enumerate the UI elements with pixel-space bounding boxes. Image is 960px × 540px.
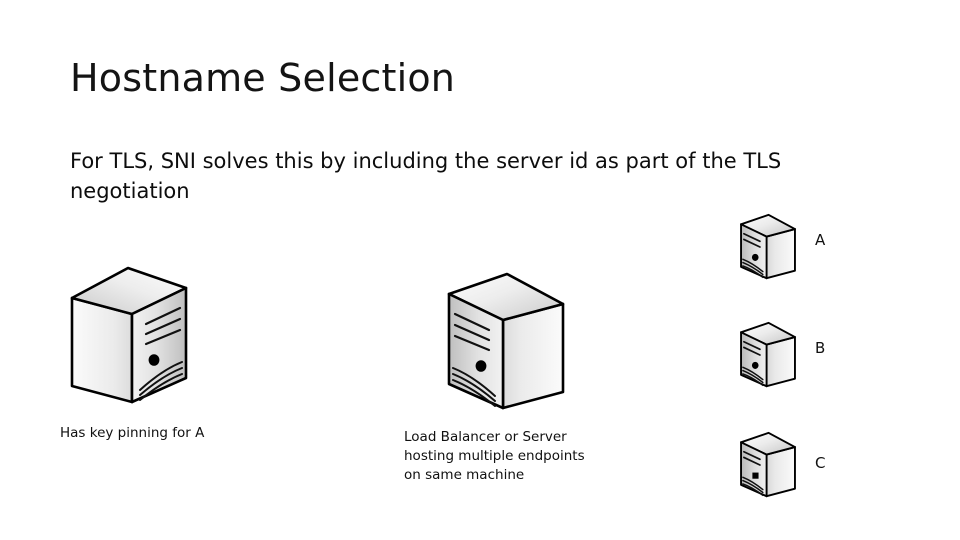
server-tower-icon-load-balancer [447,268,565,416]
caption-client-key-pinning: Has key pinning for A [60,425,205,441]
server-label-a: A [815,231,826,249]
server-tower-icon-client [70,262,188,410]
caption-load-balancer: Load Balancer or Server hosting multiple… [404,429,585,483]
server-label-c: C [815,454,826,472]
server-tower-icon-c [738,430,798,500]
server-label-b: B [815,339,826,357]
server-tower-icon-b [738,320,798,390]
server-tower-icon-a [738,212,798,282]
body-paragraph: For TLS, SNI solves this by including th… [70,149,782,203]
page-title: Hostname Selection [70,56,456,100]
